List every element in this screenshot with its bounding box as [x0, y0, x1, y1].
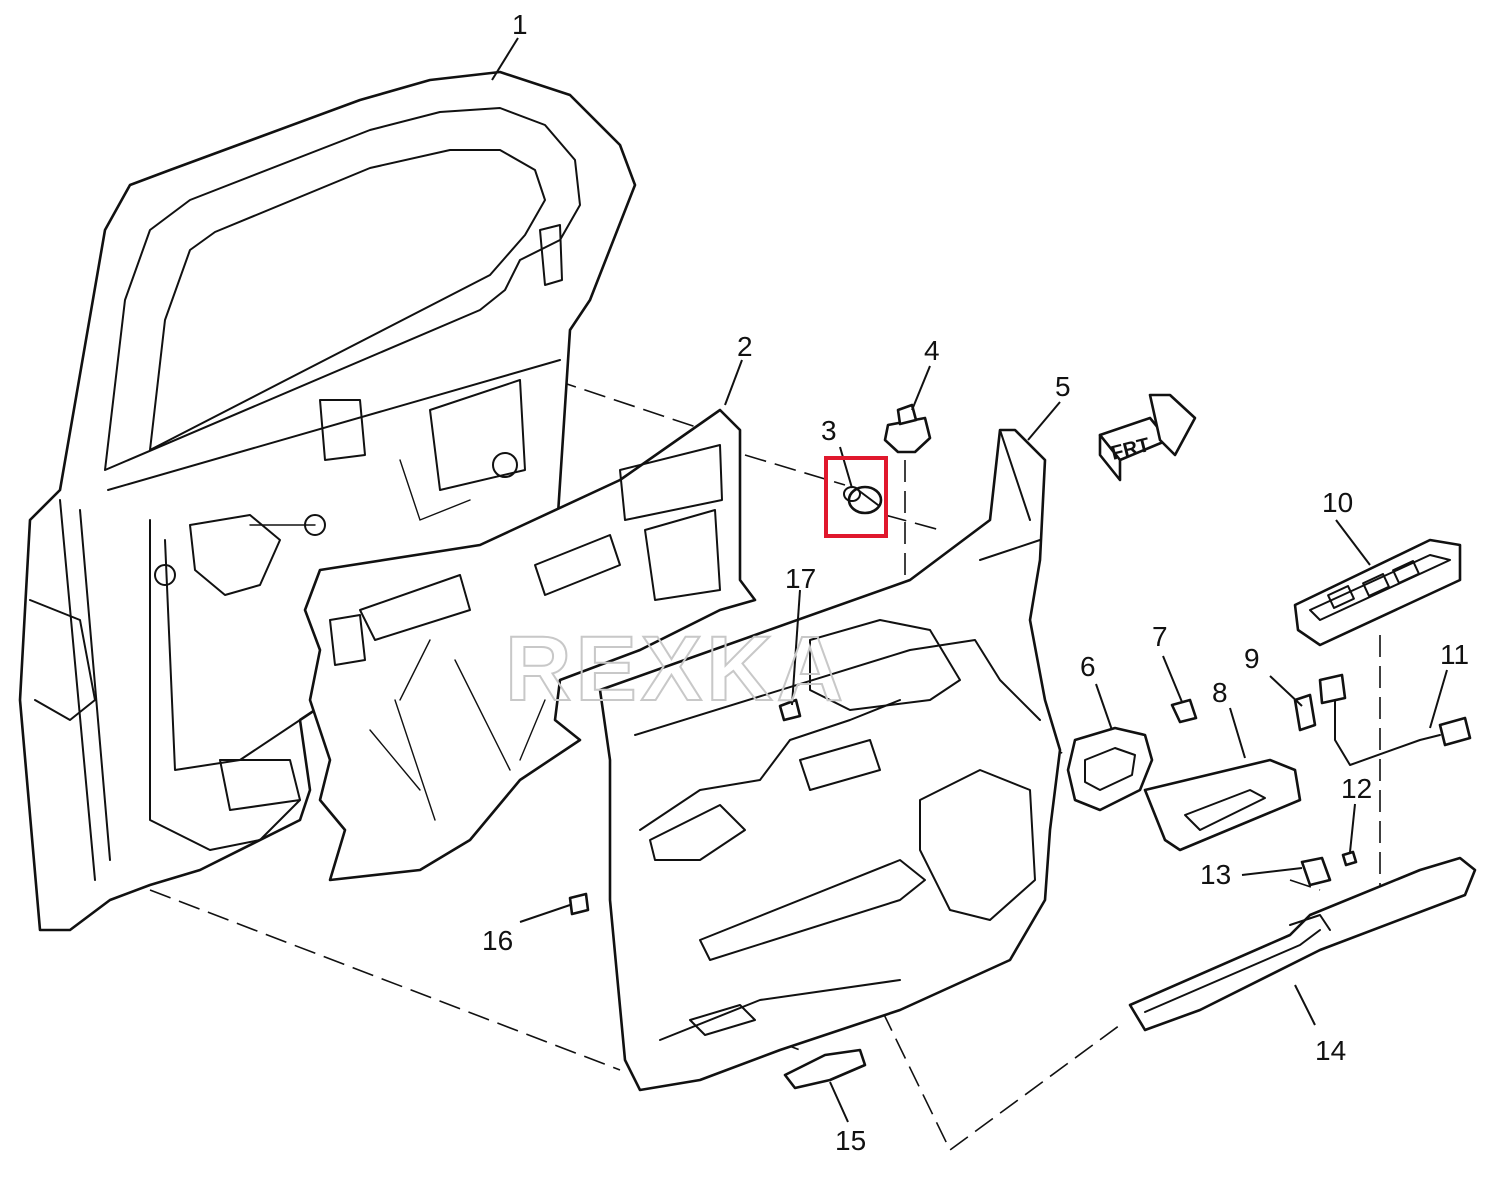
- callout-10: 10: [1322, 487, 1353, 518]
- callout-11: 11: [1440, 639, 1469, 670]
- clip: [1170, 698, 1198, 724]
- callout-14: 14: [1315, 1035, 1346, 1066]
- callout-5: 5: [1055, 371, 1071, 402]
- front-direction-arrow-icon: FRT: [1098, 393, 1197, 482]
- callout-2: 2: [737, 331, 753, 362]
- switch-bezel: [1143, 758, 1302, 852]
- callout-8: 8: [1212, 677, 1228, 708]
- window-switch-assembly: [1293, 538, 1462, 647]
- leader-lines: [491, 37, 1448, 1123]
- callout-1: 1: [512, 9, 528, 40]
- handle-bezel: [1066, 726, 1154, 812]
- callout-17: 17: [785, 563, 816, 594]
- callout-15: 15: [835, 1125, 866, 1156]
- callout-4: 4: [924, 335, 940, 366]
- small-connector: [1293, 693, 1317, 732]
- highlight-box: [824, 456, 888, 538]
- watermark: REXKA: [505, 618, 847, 720]
- door-trim-panel: [598, 428, 1062, 1092]
- callout-labels: 1 2 3 4 5 6 7 8 9 10 11 12 13 14 15 16 1…: [482, 9, 1469, 1156]
- screw-12: [1341, 850, 1358, 867]
- callout-12: 12: [1341, 773, 1372, 804]
- bracket-13: [1300, 856, 1332, 887]
- callout-6: 6: [1080, 651, 1096, 682]
- callout-3: 3: [821, 415, 837, 446]
- callout-7: 7: [1152, 621, 1168, 652]
- push-pin-retainer: [883, 403, 932, 454]
- wiring-harness: [1318, 673, 1472, 766]
- door-frame: [18, 70, 637, 932]
- callout-9: 9: [1244, 643, 1260, 674]
- pull-cup-cover: [783, 1048, 867, 1090]
- screw-16: [568, 892, 590, 916]
- callout-13: 13: [1200, 859, 1231, 890]
- callout-16: 16: [482, 925, 513, 956]
- armrest-pad: [1128, 856, 1477, 1032]
- screw-17: [778, 698, 802, 722]
- trim-retainer-part-3: [843, 485, 883, 515]
- water-deflector: [303, 408, 757, 882]
